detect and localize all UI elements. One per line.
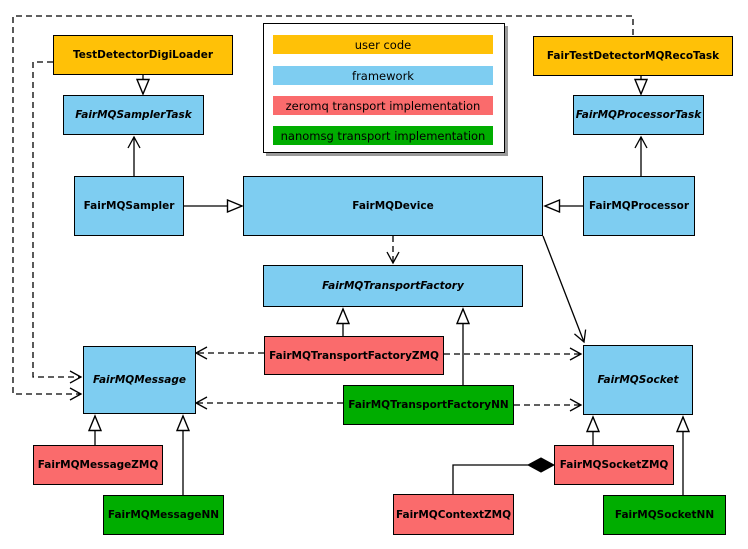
- class-label: FairMQSamplerTask: [75, 109, 192, 121]
- class-label: FairMQSampler: [83, 200, 175, 212]
- class-box-fairmqsocketnn: FairMQSocketNN: [603, 495, 726, 535]
- class-box-fairmqmessagenn: FairMQMessageNN: [103, 495, 224, 535]
- class-label: FairMQMessageZMQ: [37, 459, 159, 471]
- legend-item-label: framework: [352, 68, 414, 83]
- class-box-fairmqmessagezmq: FairMQMessageZMQ: [33, 445, 163, 485]
- legend-item-nanomsg: nanomsg transport implementation: [273, 126, 493, 145]
- class-label: FairMQTransportFactoryNN: [348, 399, 509, 411]
- class-label: FairMQSocketZMQ: [559, 459, 669, 471]
- class-label: FairTestDetectorMQRecoTask: [546, 50, 720, 62]
- class-label: FairMQProcessorTask: [575, 109, 702, 121]
- legend-item-label: user code: [354, 37, 412, 52]
- legend: user code framework zeromq transport imp…: [263, 23, 505, 153]
- class-box-fairmqprocessortask: FairMQProcessorTask: [573, 95, 704, 135]
- class-box-testdetectordigiloader: TestDetectorDigiLoader: [53, 35, 233, 75]
- class-box-fairmqsampler: FairMQSampler: [74, 176, 184, 236]
- class-label: FairMQSocket: [597, 374, 679, 386]
- class-label: FairMQTransportFactory: [322, 280, 464, 292]
- legend-item-zeromq: zeromq transport implementation: [273, 96, 493, 115]
- class-box-fairmqsocket: FairMQSocket: [583, 345, 693, 415]
- class-label: FairMQMessage: [93, 374, 186, 386]
- class-box-fairmqsamplertask: FairMQSamplerTask: [63, 95, 204, 135]
- class-box-fairmqsocketzmq: FairMQSocketZMQ: [554, 445, 674, 485]
- class-label: FairMQDevice: [352, 200, 434, 212]
- class-box-fairmqcontextzmq: FairMQContextZMQ: [393, 494, 514, 535]
- class-label: FairMQMessageNN: [107, 509, 220, 521]
- class-box-fairmqtransportfactorynn: FairMQTransportFactoryNN: [343, 385, 514, 425]
- edge-digiloader-message: [32, 61, 83, 384]
- class-label: FairMQProcessor: [588, 200, 690, 212]
- legend-item-label: zeromq transport implementation: [285, 98, 481, 113]
- class-box-fairmqmessage: FairMQMessage: [83, 346, 196, 414]
- class-label: TestDetectorDigiLoader: [72, 49, 213, 61]
- legend-item-framework: framework: [273, 66, 493, 85]
- class-box-fairtestdetectormqrecotask: FairTestDetectorMQRecoTask: [533, 36, 733, 76]
- class-label: FairMQContextZMQ: [395, 508, 512, 521]
- edge-recotask-message: [12, 15, 634, 401]
- edge-device-socket: [542, 235, 587, 344]
- class-box-fairmqdevice: FairMQDevice: [243, 176, 543, 236]
- composition-diamond: [526, 457, 556, 473]
- class-label: FairMQTransportFactoryZMQ: [269, 349, 439, 362]
- class-box-fairmqtransportfactoryzmq: FairMQTransportFactoryZMQ: [264, 336, 444, 375]
- class-label: FairMQSocketNN: [614, 509, 715, 521]
- class-box-fairmqtransportfactory: FairMQTransportFactory: [263, 265, 523, 307]
- legend-item-user-code: user code: [273, 35, 493, 54]
- class-box-fairmqprocessor: FairMQProcessor: [583, 176, 695, 236]
- legend-item-label: nanomsg transport implementation: [280, 128, 486, 143]
- edge-contextzmq-socketzmq: [452, 464, 528, 494]
